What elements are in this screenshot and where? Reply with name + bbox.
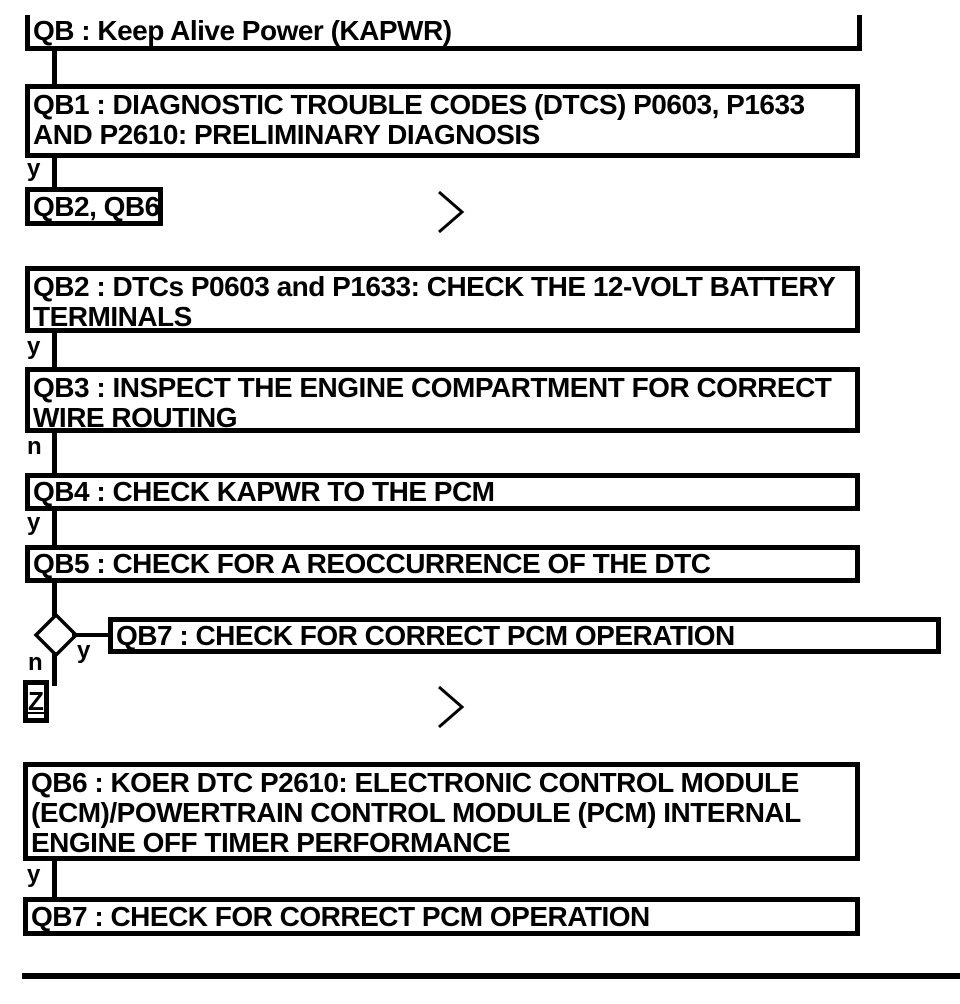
node-text-line: ENGINE OFF TIMER PERFORMANCE: [31, 827, 511, 858]
node-text-line: QB7 : CHECK FOR CORRECT PCM OPERATION: [31, 900, 650, 932]
connector-qb5-decision: [52, 580, 57, 616]
connector-qb4-qb5: [52, 508, 57, 548]
offpage-connector-z: Z: [23, 680, 49, 723]
node-text-line: QB1 : DIAGNOSTIC TROUBLE CODES (DTCS) P0…: [33, 89, 805, 120]
connector-qb6-qb7: [52, 858, 57, 900]
node-qb7-first: QB7 : CHECK FOR CORRECT PCM OPERATION: [108, 617, 941, 654]
branch-label-yes: y: [27, 509, 41, 536]
node-text-line: QB7 : CHECK FOR CORRECT PCM OPERATION: [116, 619, 735, 651]
node-qb-title: QB : Keep Alive Power (KAPWR): [25, 15, 862, 51]
node-text-line: WIRE ROUTING: [33, 402, 238, 433]
node-text-line: QB4 : CHECK KAPWR TO THE PCM: [33, 476, 495, 507]
node-text-line: AND P2610: PRELIMINARY DIAGNOSIS: [33, 119, 540, 150]
node-qb4: QB4 : CHECK KAPWR TO THE PCM: [25, 473, 860, 511]
branch-label-no: n: [28, 649, 43, 676]
node-qb6: QB6 : KOER DTC P2610: ELECTRONIC CONTROL…: [23, 762, 860, 861]
node-qb5: QB5 : CHECK FOR A REOCCURRENCE OF THE DT…: [25, 545, 860, 583]
branch-label-yes: y: [27, 333, 41, 360]
continuation-chevron-icon: [438, 685, 465, 729]
bottom-separator-rule: [22, 973, 960, 979]
node-text-line: QB3 : INSPECT THE ENGINE COMPARTMENT FOR…: [33, 372, 832, 403]
node-text-line: QB2 : DTCs P0603 and P1633: CHECK THE 12…: [33, 271, 836, 302]
node-qb7-second: QB7 : CHECK FOR CORRECT PCM OPERATION: [23, 897, 860, 936]
branch-label-yes: y: [27, 861, 41, 888]
connector-decision-qb7: [72, 633, 110, 637]
branch-label-yes: y: [27, 155, 41, 182]
branch-label-no: n: [27, 433, 42, 460]
node-text-line: (ECM)/POWERTRAIN CONTROL MODULE (PCM) IN…: [31, 797, 801, 828]
connector-qb2-qb3: [52, 330, 57, 370]
node-text-line: QB5 : CHECK FOR A REOCCURRENCE OF THE DT…: [33, 548, 711, 579]
node-text-line: QB : Keep Alive Power (KAPWR): [33, 14, 452, 46]
continuation-chevron-icon: [438, 190, 465, 234]
connector-qb-qb1: [52, 50, 57, 85]
node-qb3: QB3 : INSPECT THE ENGINE COMPARTMENT FOR…: [25, 367, 860, 433]
connector-qb3-qb4: [52, 430, 57, 475]
node-text-line: QB6 : KOER DTC P2610: ELECTRONIC CONTROL…: [31, 767, 799, 798]
node-jump-qb2-qb6: QB2, QB6: [25, 187, 163, 226]
connector-qb1-jump: [52, 155, 57, 190]
node-text-line: TERMINALS: [33, 301, 192, 332]
node-qb2: QB2 : DTCs P0603 and P1633: CHECK THE 12…: [25, 266, 860, 333]
offpage-connector-label: Z: [28, 686, 44, 716]
connector-decision-offpage: [52, 652, 57, 686]
node-qb1: QB1 : DIAGNOSTIC TROUBLE CODES (DTCS) P0…: [25, 84, 860, 158]
node-text-line: QB2, QB6: [33, 190, 160, 222]
branch-label-yes: y: [77, 637, 91, 664]
